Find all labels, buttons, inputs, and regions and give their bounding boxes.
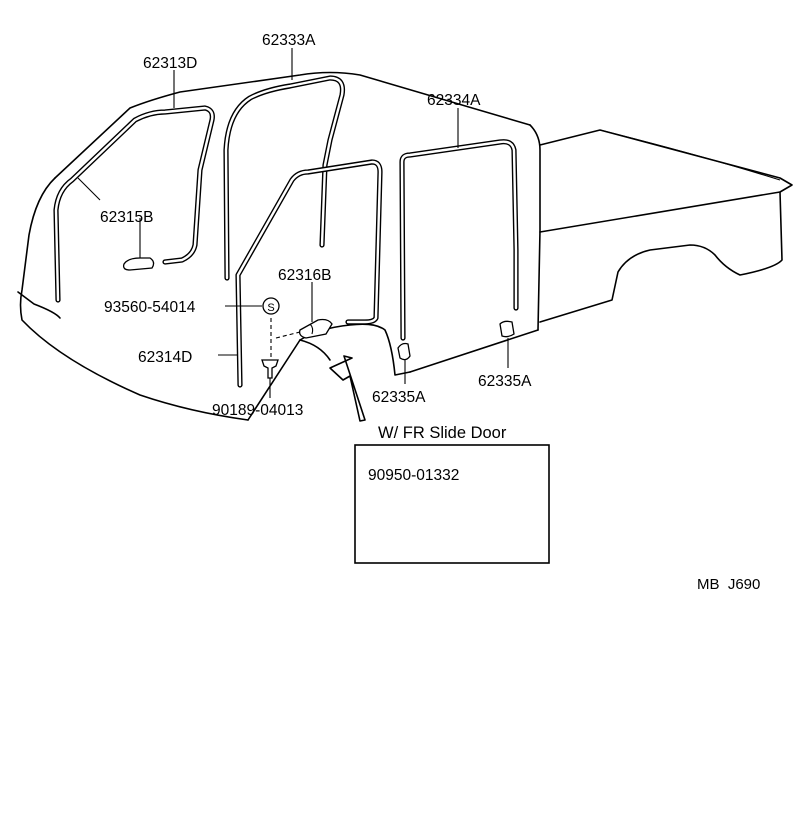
label-variant-note: W/ FR Slide Door [378,424,507,442]
label-62315B: 62315B [100,209,153,226]
sealant-symbol-letter: S [267,302,274,314]
clip-62335A-left [397,342,411,361]
variant-arrow [329,355,366,422]
label-90950-01332: 90950-01332 [368,467,459,484]
label-62314D: 62314D [138,349,192,366]
sealant-symbol: S [262,297,280,315]
label-62316B: 62316B [278,267,331,284]
diagram-reference: MB J690 [697,576,760,593]
vehicle-body-outline [17,71,793,421]
clip-62335A-right [499,320,515,338]
weatherstrip-62314D [235,159,383,388]
pad-62315B [122,257,155,271]
label-62334A: 62334A [427,92,481,109]
label-62333A: 62333A [262,32,316,49]
pad-62316B [298,318,333,339]
label-62313D: 62313D [143,55,197,72]
weatherstrip-62334A [399,139,519,341]
weatherstrip-62313D [53,105,215,303]
weatherstrip-62333A [223,75,346,281]
label-90189-04013: 90189-04013 [212,402,303,419]
label-62335A-right: 62335A [478,373,532,390]
variant-detail-box [354,444,550,564]
label-62335A-left: 62335A [372,389,426,406]
clip-90189-04013 [261,359,279,379]
label-93560-54014: 93560-54014 [104,299,196,316]
